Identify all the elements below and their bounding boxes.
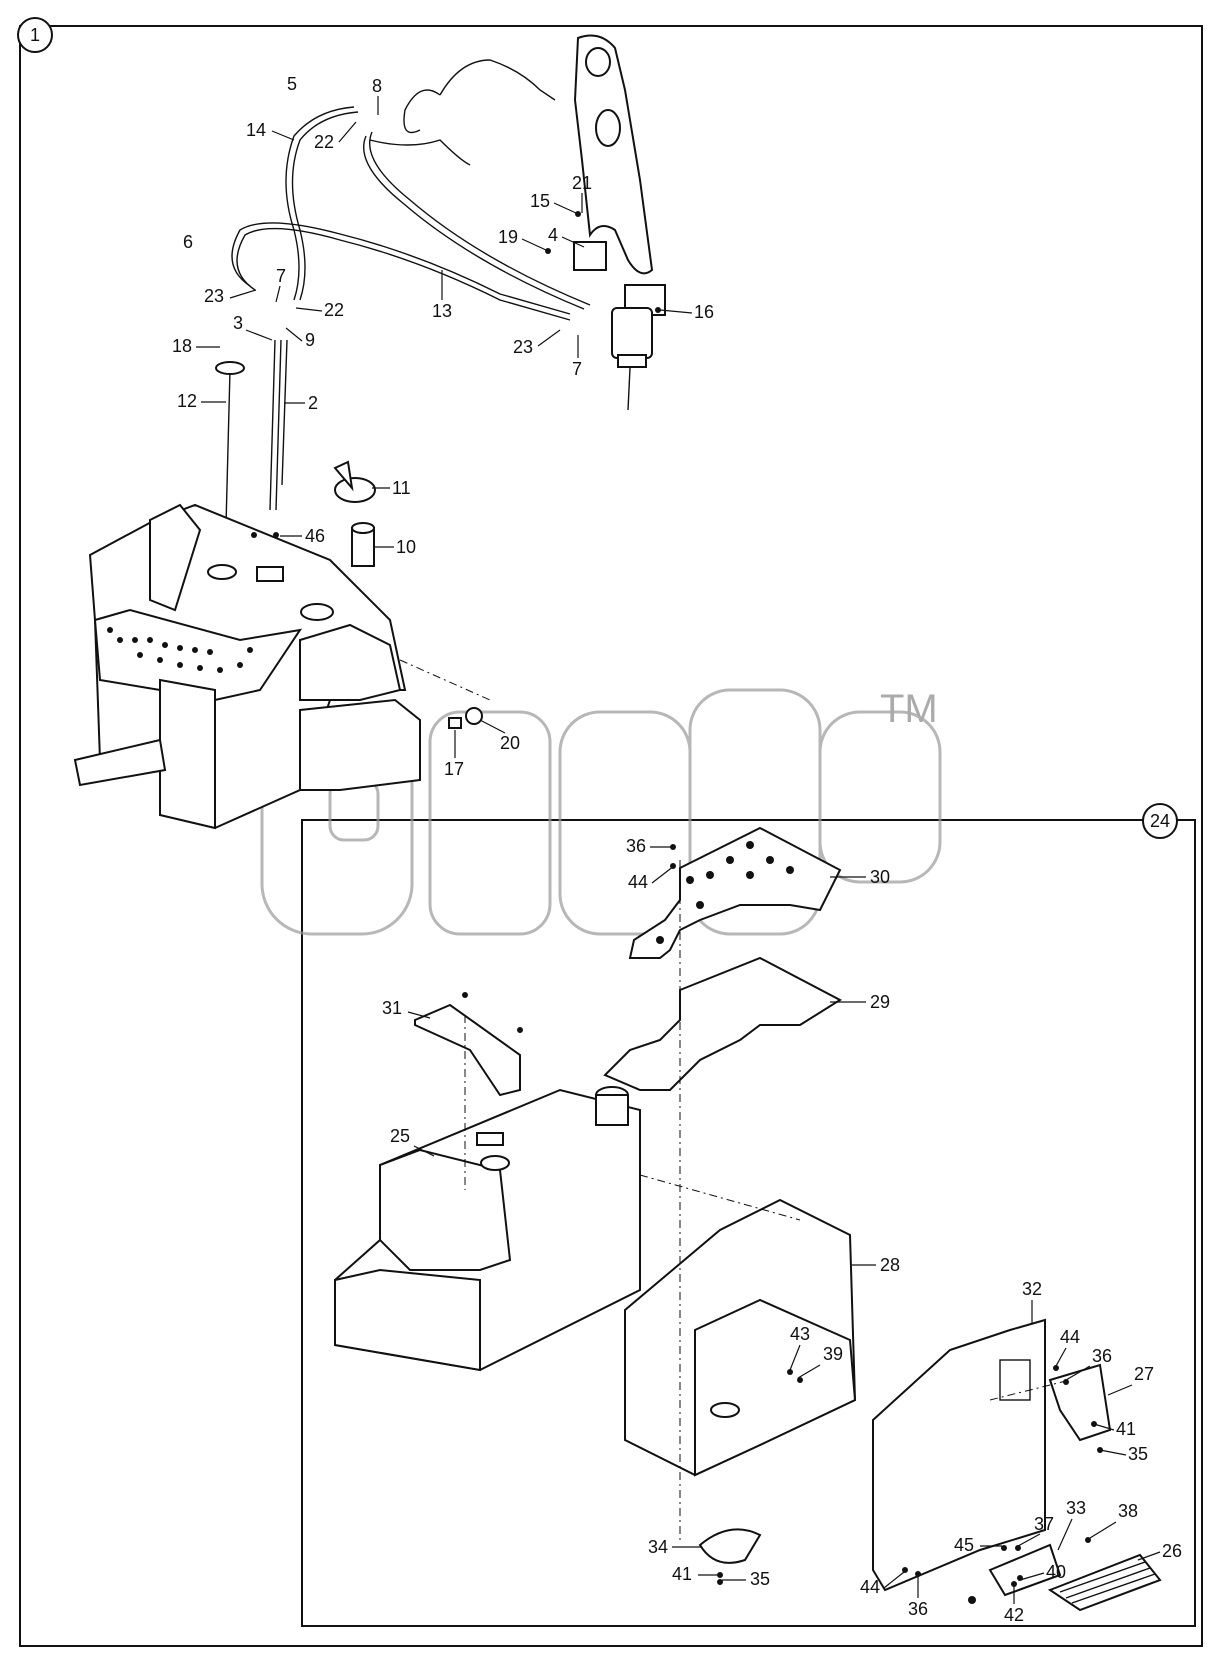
callout-22a: 22	[314, 132, 334, 152]
callout-34: 34	[648, 1537, 668, 1557]
callout-7a: 7	[276, 266, 286, 286]
return-hose	[362, 131, 591, 310]
fuel-cap	[333, 460, 376, 503]
callout-14: 14	[246, 120, 266, 140]
callout-17: 17	[444, 759, 464, 779]
main-frame-badge: 1	[17, 17, 53, 53]
fasteners	[251, 211, 1103, 1604]
callout-38: 38	[1118, 1501, 1138, 1521]
wiring-harness	[369, 59, 556, 166]
dash-line-4	[639, 1174, 801, 1221]
callout-6: 6	[183, 232, 193, 252]
tank-assembly-upper	[73, 503, 421, 830]
callout-8: 8	[372, 76, 382, 96]
side-panel-32	[872, 1318, 1046, 1592]
fuel-hose-14	[285, 106, 359, 301]
callout-44a: 44	[628, 872, 648, 892]
subassembly-frame	[301, 819, 1196, 1627]
plate-29	[603, 956, 843, 1091]
bracket-33	[988, 1543, 1062, 1597]
filler-neck	[351, 522, 375, 567]
plate-34	[698, 1528, 762, 1564]
callout-9: 9	[305, 330, 315, 350]
engine-bracket	[573, 34, 654, 275]
callout-44c: 44	[860, 1577, 880, 1597]
callout-45: 45	[954, 1535, 974, 1555]
callout-23b: 23	[513, 337, 533, 357]
guard-28	[624, 1198, 857, 1477]
fuel-tank-25	[334, 1086, 641, 1372]
callout-19: 19	[498, 227, 518, 247]
callout-43: 43	[790, 1324, 810, 1344]
bracket-27	[1048, 1363, 1112, 1442]
callout-21: 21	[572, 173, 592, 193]
callout-33: 33	[1066, 1498, 1086, 1518]
watermark-logo: TM	[260, 687, 942, 936]
subassembly-badge: 24	[1142, 803, 1178, 839]
dash-line-1	[399, 659, 491, 701]
bolt-17-washer-20	[448, 707, 483, 729]
callout-31: 31	[382, 998, 402, 1018]
callout-44b: 44	[1060, 1327, 1080, 1347]
callout-5: 5	[287, 74, 297, 94]
callout-15: 15	[530, 191, 550, 211]
callout-10: 10	[396, 537, 416, 557]
callout-26: 26	[1162, 1541, 1182, 1561]
callout-36b: 36	[1092, 1346, 1112, 1366]
callout-25: 25	[390, 1126, 410, 1146]
callout-20: 20	[500, 733, 520, 753]
callout-36c: 36	[908, 1599, 928, 1619]
callout-16: 16	[694, 302, 714, 322]
svg-text:1: 1	[30, 25, 40, 45]
callout-41a: 41	[1116, 1419, 1136, 1439]
callout-46: 46	[305, 526, 325, 546]
callout-4: 4	[548, 225, 558, 245]
callout-22b: 22	[324, 300, 344, 320]
callout-32: 32	[1022, 1279, 1042, 1299]
callout-18: 18	[172, 336, 192, 356]
callout-35b: 35	[750, 1569, 770, 1589]
callout-29: 29	[870, 992, 890, 1012]
callout-28: 28	[880, 1255, 900, 1275]
callout-37: 37	[1034, 1514, 1054, 1534]
callout-35a: 35	[1128, 1444, 1148, 1464]
callout-11: 11	[392, 478, 411, 498]
svg-text:24: 24	[1150, 811, 1170, 831]
callout-27: 27	[1134, 1364, 1154, 1384]
callout-40: 40	[1046, 1562, 1066, 1582]
callouts: 5 8 14 22 21 15 19 4 6 23 7 22 13 16 3 9…	[172, 74, 1182, 1625]
callout-12: 12	[177, 391, 197, 411]
callout-42: 42	[1004, 1605, 1024, 1625]
step-plate-30	[628, 826, 842, 959]
callout-36a: 36	[626, 836, 646, 856]
callout-3: 3	[233, 313, 243, 333]
callout-30: 30	[870, 867, 890, 887]
callout-13: 13	[432, 301, 452, 321]
dash-line-5	[989, 1379, 1071, 1401]
main-frame	[19, 25, 1203, 1647]
sender-tubes	[215, 339, 288, 526]
callout-39: 39	[823, 1344, 843, 1364]
callout-2: 2	[308, 393, 318, 413]
watermark-tm: TM	[880, 687, 938, 731]
fuel-filter-assembly	[573, 241, 666, 411]
cover-31	[414, 1003, 521, 1097]
fuel-hose-13	[231, 222, 571, 321]
step-26	[1047, 1553, 1162, 1612]
callout-41b: 41	[672, 1564, 692, 1584]
callout-7b: 7	[572, 359, 582, 379]
callout-23a: 23	[204, 286, 224, 306]
